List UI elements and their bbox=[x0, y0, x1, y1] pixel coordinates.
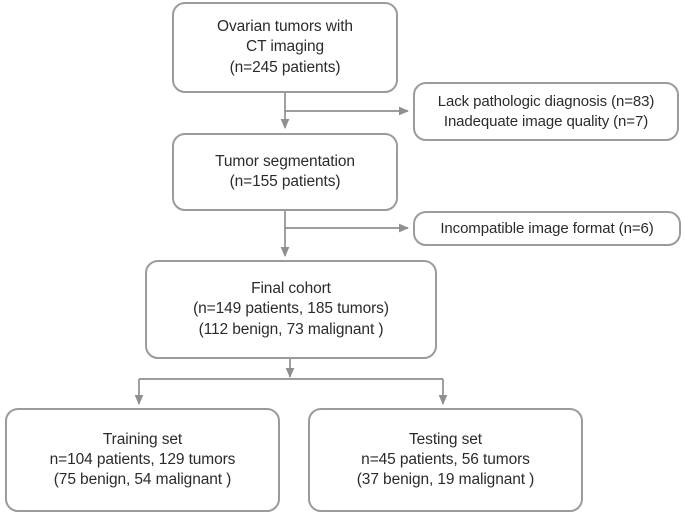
final-cohort-line-1: Final cohort bbox=[251, 280, 331, 298]
exclusion-box-2: Incompatible image format (n=6) bbox=[413, 211, 681, 246]
exclusion-box-1: Lack pathologic diagnosis (n=83) Inadequ… bbox=[413, 82, 679, 141]
exclusion-2-line-1: Incompatible image format (n=6) bbox=[440, 219, 654, 237]
ovarian-tumors-box: Ovarian tumors with CT imaging (n=245 pa… bbox=[172, 2, 398, 93]
training-set-box: Training set n=104 patients, 129 tumors … bbox=[5, 408, 280, 512]
tumor-segmentation-line-1: Tumor segmentation bbox=[215, 152, 355, 170]
final-cohort-line-3: (112 benign, 73 malignant ) bbox=[198, 320, 384, 338]
testing-set-line-1: Testing set bbox=[409, 430, 482, 448]
ovarian-tumors-line-3: (n=245 patients) bbox=[229, 58, 341, 76]
testing-set-line-3: (37 benign, 19 malignant ) bbox=[356, 471, 535, 489]
testing-set-box: Testing set n=45 patients, 56 tumors (37… bbox=[308, 408, 583, 512]
tumor-segmentation-box: Tumor segmentation (n=155 patients) bbox=[172, 133, 398, 211]
training-set-line-1: Training set bbox=[102, 430, 183, 448]
training-set-line-2: n=104 patients, 129 tumors bbox=[49, 450, 236, 468]
ovarian-tumors-line-1: Ovarian tumors with bbox=[217, 18, 353, 36]
exclusion-1-line-1: Lack pathologic diagnosis (n=83) bbox=[437, 93, 655, 110]
ovarian-tumors-line-2: CT imaging bbox=[246, 38, 324, 56]
tumor-segmentation-line-2: (n=155 patients) bbox=[229, 173, 341, 190]
exclusion-1-line-2: Inadequate image quality (n=7) bbox=[443, 112, 649, 130]
testing-set-line-2: n=45 patients, 56 tumors bbox=[361, 450, 530, 468]
training-set-line-3: (75 benign, 54 malignant ) bbox=[53, 471, 232, 489]
final-cohort-line-2: (n=149 patients, 185 tumors) bbox=[193, 300, 389, 318]
final-cohort-box: Final cohort (n=149 patients, 185 tumors… bbox=[145, 260, 437, 359]
